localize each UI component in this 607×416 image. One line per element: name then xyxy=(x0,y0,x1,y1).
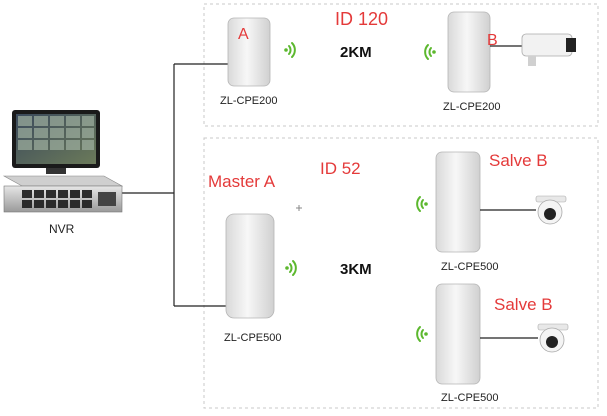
top-distance-label: 2KM xyxy=(340,44,372,61)
dome-camera-2-icon xyxy=(537,323,569,353)
dome-camera-1-icon xyxy=(535,195,567,225)
nvr-connection-lines xyxy=(122,63,228,307)
device-a-model: ZL-CPE200 xyxy=(220,95,278,107)
device-a-tag: A xyxy=(238,26,249,43)
cpe500-slave-1-radio-icon xyxy=(435,151,481,253)
master-tag: Master A xyxy=(208,172,276,191)
master-model: ZL-CPE500 xyxy=(224,332,282,344)
wifi-signal-right-icon xyxy=(284,42,296,58)
bottom-distance-label: 3KM xyxy=(340,261,372,278)
top-id-label: ID 120 xyxy=(335,9,389,29)
slave-2-tag: Salve B xyxy=(494,295,553,314)
nvr-recorder-icon xyxy=(2,175,124,213)
bottom-link-frame xyxy=(203,137,599,409)
nvr-label: NVR xyxy=(49,222,75,236)
device-b-model: ZL-CPE200 xyxy=(443,101,501,113)
cpe500-master-radio-icon xyxy=(225,213,275,319)
cursor-mark-icon xyxy=(296,205,302,211)
slave-1-tag: Salve B xyxy=(489,151,548,170)
slave-1-model: ZL-CPE500 xyxy=(441,261,499,273)
nvr-monitor-icon xyxy=(12,110,100,174)
wifi-signal-master-icon xyxy=(285,260,297,276)
wifi-signal-slave-2-icon xyxy=(416,326,428,342)
cpe200-a-radio-icon xyxy=(227,17,271,87)
bullet-camera-icon xyxy=(521,33,576,66)
slave-2-model: ZL-CPE500 xyxy=(441,392,499,404)
bottom-id-label: ID 52 xyxy=(320,159,361,178)
cpe200-b-radio-icon xyxy=(447,11,491,93)
wifi-signal-slave-1-icon xyxy=(416,196,428,212)
device-b-tag: B xyxy=(487,32,498,49)
wifi-signal-left-icon xyxy=(424,44,436,60)
cpe500-slave-2-radio-icon xyxy=(435,283,481,385)
